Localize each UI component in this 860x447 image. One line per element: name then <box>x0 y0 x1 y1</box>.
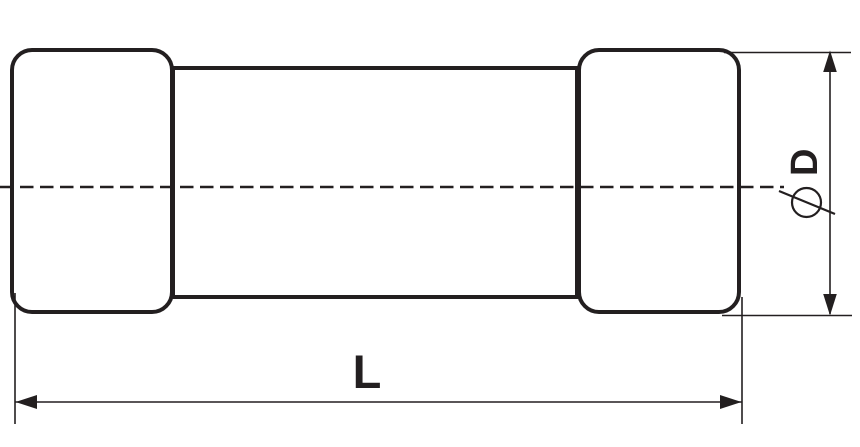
diameter-symbol-slash <box>778 189 836 216</box>
length-label: L <box>353 345 382 398</box>
diameter-symbol-circle <box>790 186 823 219</box>
fuse-body <box>171 66 579 299</box>
diameter-symbol-icon <box>778 186 836 219</box>
arrowhead-length-left <box>15 395 37 409</box>
arrowhead-diameter-top <box>823 50 837 72</box>
arrowhead-length-right <box>720 395 742 409</box>
fuse-end-cap-right <box>577 48 741 314</box>
fuse-end-cap-left <box>10 48 174 314</box>
arrowhead-diameter-bottom <box>823 294 837 316</box>
diameter-label: D <box>784 149 826 176</box>
